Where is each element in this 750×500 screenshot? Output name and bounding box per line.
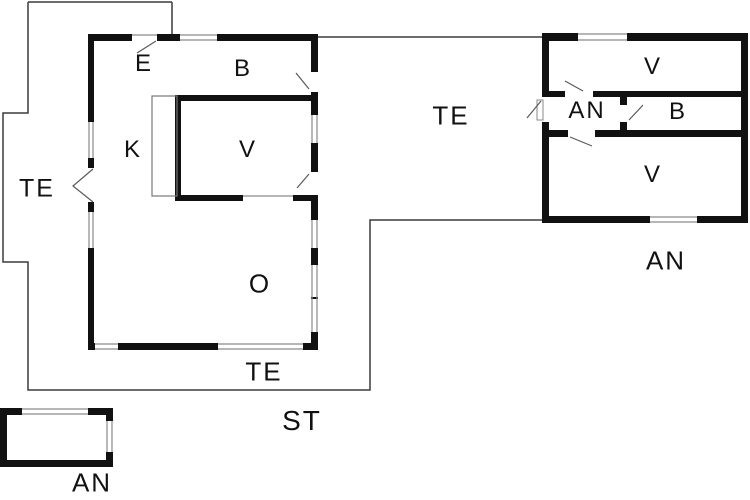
annex-label-bathroom: B [668,98,688,125]
area-label-terrace-west: TE [19,174,55,203]
annex-walls [542,33,748,223]
main-house-door-swings [72,40,310,203]
room-label-kitchen: K [123,136,143,163]
room-label-bedroom: V [238,136,258,163]
annex-label-room-top: V [643,53,663,80]
annex-door-swings [526,80,644,147]
area-label-terrace-south: TE [245,356,283,387]
terrace-outline [2,1,542,391]
main-house-walls [88,34,318,350]
room-label-bathroom: B [233,55,253,82]
room-label-entrance: E [134,50,154,77]
annex-windows [578,33,697,223]
annex-label-hall: AN [568,97,606,124]
kitchen-counter-outline [151,95,178,197]
area-label-terrace-center: TE [432,100,470,131]
area-label-site: ST [282,405,322,436]
outbuilding-caption: AN [71,467,113,498]
annex-caption: AN [645,245,687,276]
outbuilding-walls [0,408,113,467]
main-house-windows [88,34,318,350]
outbuilding-windows [22,408,113,452]
annex-label-room-bottom: V [643,161,663,188]
annex-door-sill [536,99,544,121]
room-label-living-room: O [248,268,272,299]
